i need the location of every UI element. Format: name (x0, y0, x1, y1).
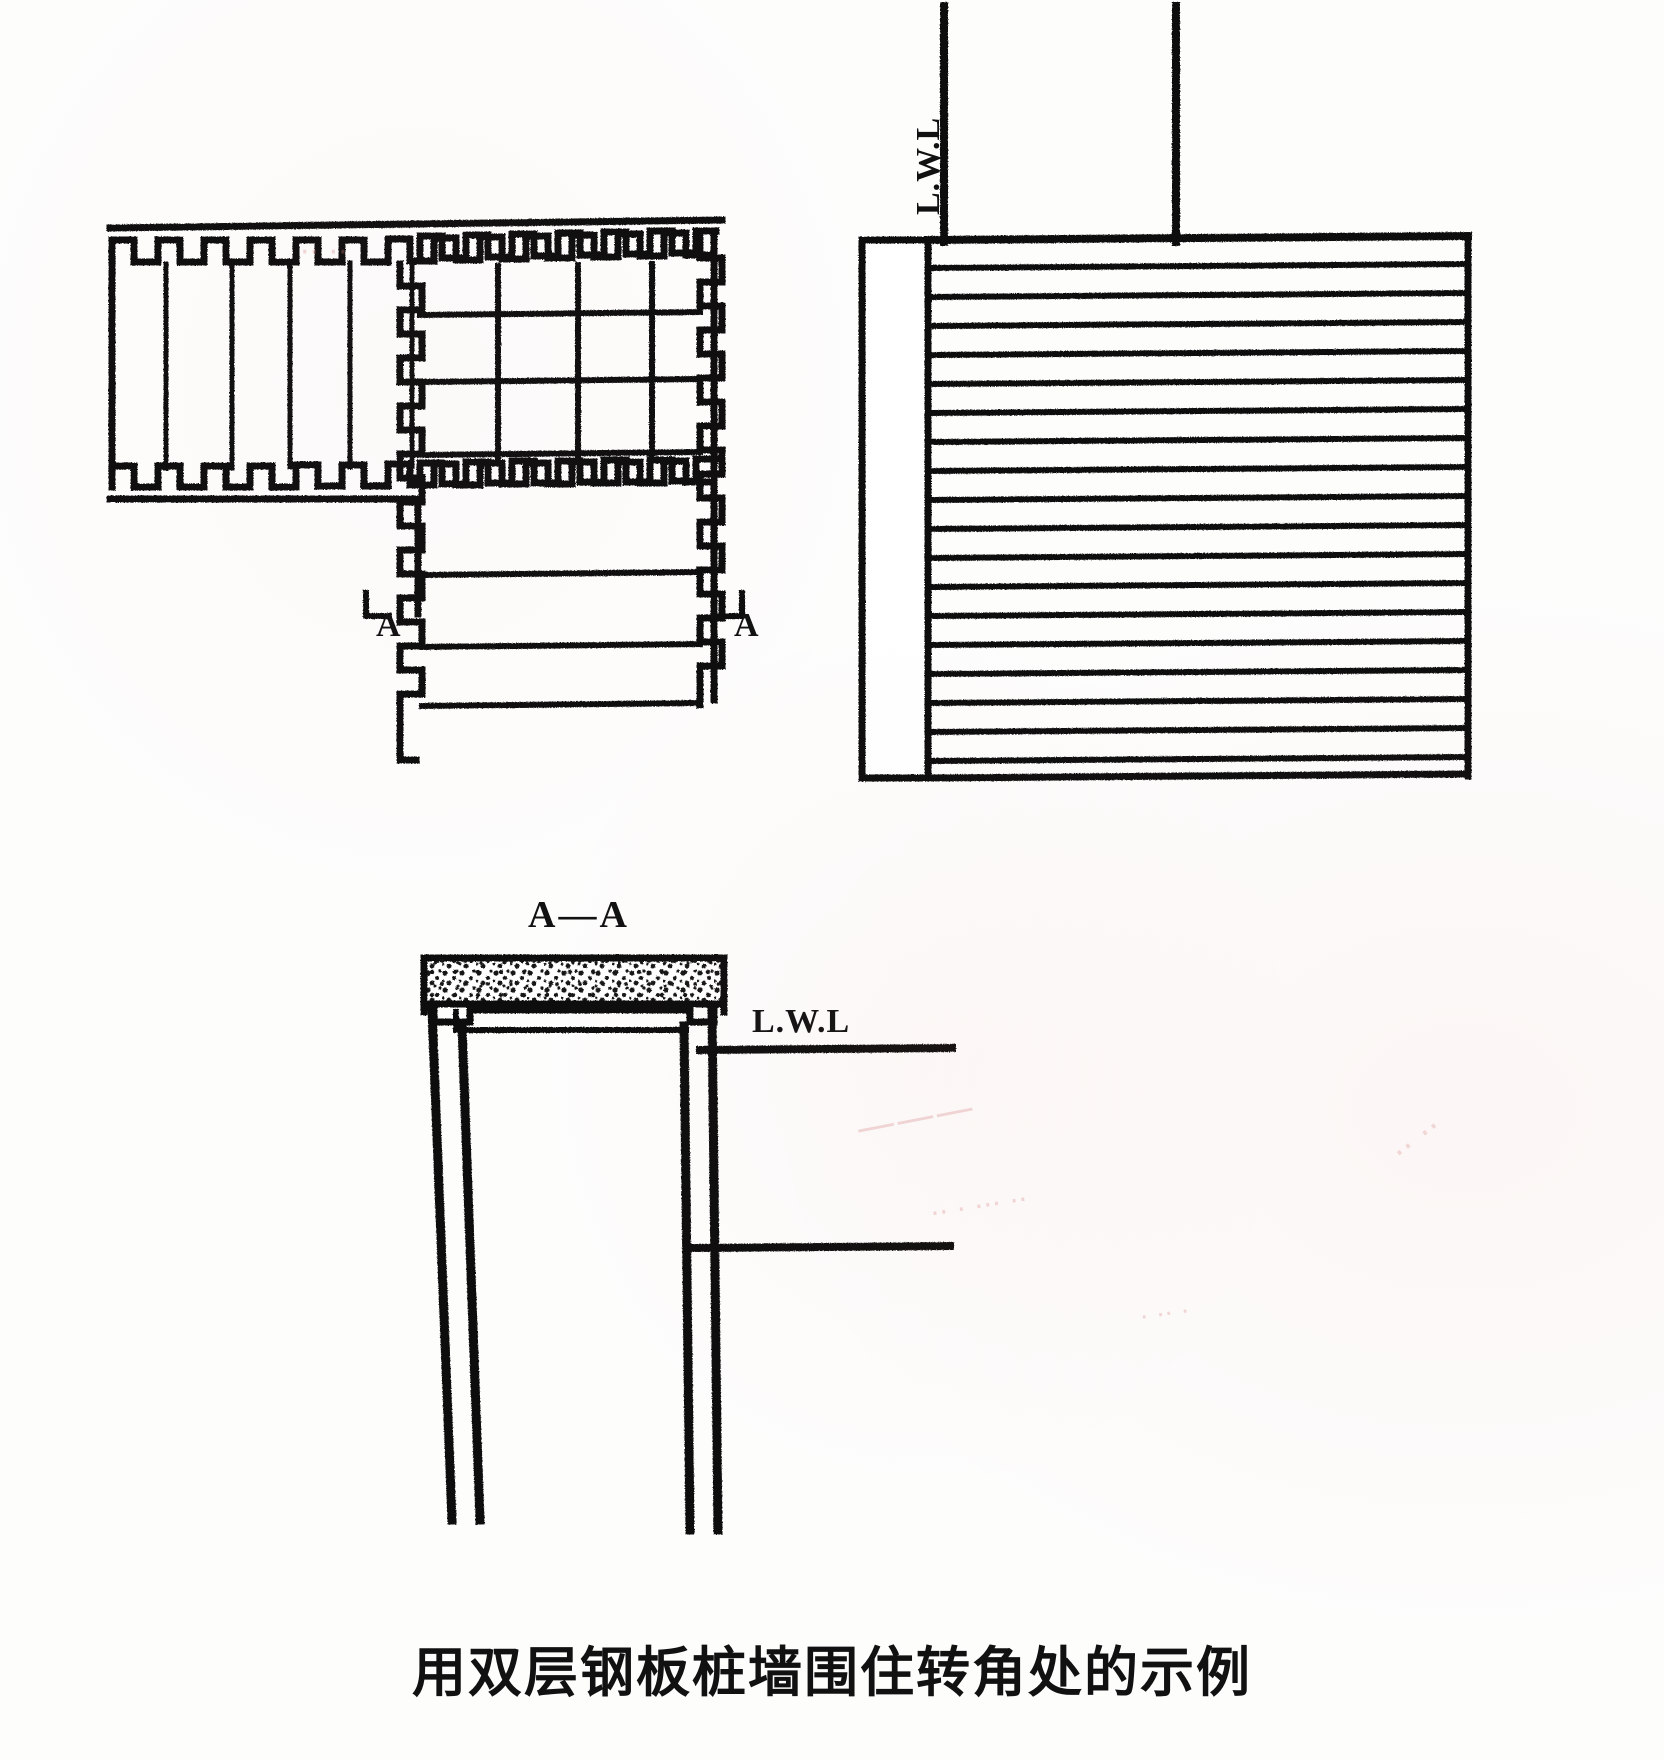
plan-grid-h (416, 308, 704, 319)
section-a-a-view (420, 954, 957, 1535)
elevation-sheet-line (926, 405, 1470, 417)
elevation-sheet-line (926, 289, 1470, 301)
elevation-sheet-line (926, 434, 1470, 446)
elevation-sheet-line (926, 376, 1470, 388)
section-mudline (687, 1241, 955, 1253)
plan-right-edge-interlock (696, 228, 726, 704)
elevation-sheet-line (926, 318, 1470, 330)
section-leader-right (716, 590, 745, 619)
elevation-top-edge (923, 231, 1473, 245)
elevation-sheet-line (926, 550, 1470, 562)
elevation-sheet-line (926, 724, 1470, 736)
plan-right-mid-interlock (416, 455, 720, 489)
plan-lower-partition (418, 699, 704, 710)
elevation-sheet-line (926, 492, 1470, 504)
elevation-view (858, 2, 1473, 782)
elevation-sheet-line (926, 608, 1470, 620)
elevation-sheet-line (926, 463, 1470, 475)
section-lwl-line (695, 1043, 957, 1055)
elevation-sheet-line (926, 666, 1470, 678)
elevation-bottom-edge (924, 770, 1470, 782)
lwl-label-elevation: L.W.L (910, 116, 947, 215)
section-pile-outer-left (427, 1005, 457, 1525)
plan-middle-spine-interlock (396, 260, 426, 764)
elevation-end-pile (858, 236, 932, 782)
lwl-label-section: L.W.L (752, 1003, 851, 1040)
plan-left-arm-top-interlock (108, 228, 718, 266)
section-cut-marks (363, 590, 745, 619)
elevation-sheet-line (926, 260, 1470, 272)
plan-lower-partition (418, 640, 704, 651)
figure-caption: 用双层钢板桩墙围住转角处的示例 (412, 1641, 1252, 1704)
section-mark-left: A (376, 607, 401, 644)
section-pile-inner-right (679, 1021, 695, 1535)
elevation-sheet-line (926, 521, 1470, 533)
plan-grid-h (416, 448, 704, 459)
elevation-sheet-line (926, 695, 1470, 707)
section-title-a-a: A—A (528, 894, 630, 936)
elevation-sheet-line (926, 753, 1470, 765)
plan-outer-top-edge (106, 216, 726, 232)
elevation-sheet-line (926, 579, 1470, 591)
plan-right-top-interlock (416, 227, 720, 263)
section-cap-soffit (430, 1000, 718, 1026)
section-leader-left (363, 590, 392, 619)
section-cap-fill-extra (424, 958, 724, 1004)
plan-view (106, 216, 726, 764)
section-pile-inner-left (457, 1021, 485, 1525)
elevation-sheet-line (926, 347, 1470, 359)
plan-lower-partition (418, 568, 704, 579)
section-cap-inner-line (453, 1009, 689, 1033)
elevation-sheet-line (926, 637, 1470, 649)
plan-grid-h (416, 375, 704, 386)
section-mark-right: A (734, 607, 759, 644)
section-pile-outer-right (707, 1005, 723, 1535)
